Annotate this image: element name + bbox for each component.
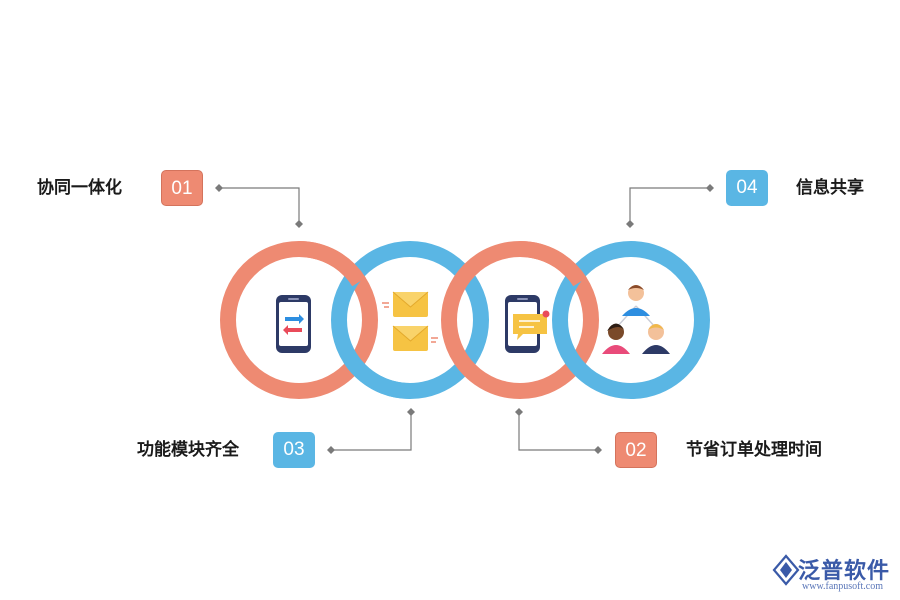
step-label-04: 信息共享 (796, 178, 864, 198)
step-label-03: 功能模块齐全 (137, 440, 239, 460)
envelope-icon (382, 291, 438, 351)
step-badge-02: 02 (615, 432, 657, 468)
step-label-01: 协同一体化 (37, 178, 122, 198)
connector-04 (629, 187, 710, 224)
users-share-icon (602, 285, 670, 354)
step-badge-01: 01 (161, 170, 203, 206)
phone-transfer-icon (276, 295, 311, 353)
brand-logo-icon (772, 554, 800, 586)
step-label-02: 节省订单处理时间 (686, 440, 822, 460)
connector-02 (518, 412, 598, 451)
phone-message-icon (505, 295, 550, 353)
ring-4 (552, 241, 710, 399)
connector-dots (215, 184, 714, 454)
step-badge-04: 04 (726, 170, 768, 206)
connector-03 (331, 412, 412, 451)
ring-chain (220, 241, 710, 399)
step-badge-03: 03 (273, 432, 315, 468)
brand-watermark: 泛普软件 www.fanpusoft.com (770, 553, 895, 598)
brand-url: www.fanpusoft.com (802, 581, 884, 592)
connector-lines (219, 187, 710, 451)
connector-01 (219, 187, 300, 224)
brand-name: 泛普软件 (798, 559, 891, 584)
